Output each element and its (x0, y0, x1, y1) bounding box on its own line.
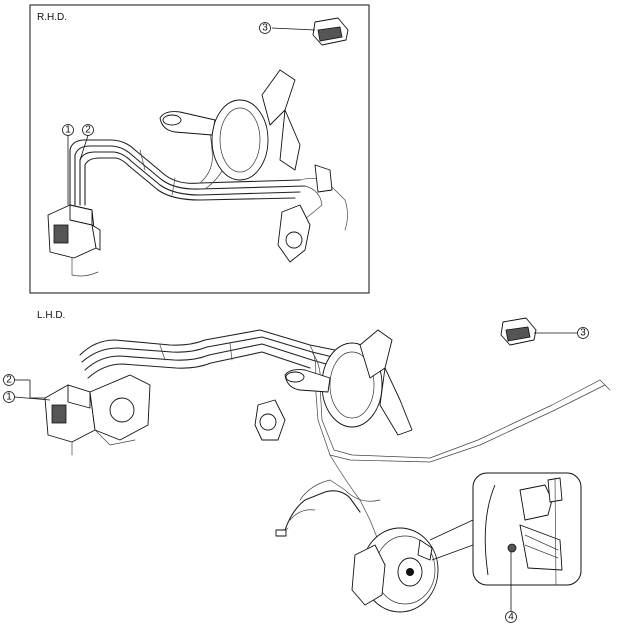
svg-text:1: 1 (65, 125, 71, 136)
lhd-section: L.H.D. (3, 310, 611, 623)
svg-text:3: 3 (262, 23, 268, 34)
rhd-abs-unit (47, 204, 101, 277)
lhd-brake-disc (351, 527, 439, 613)
lhd-abs-unit (44, 374, 151, 456)
lhd-section-label: L.H.D. (37, 310, 65, 321)
rhd-brake-booster (159, 69, 333, 263)
rhd-callout-2: 2 (79, 124, 94, 161)
rhd-panel: R.H.D. (29, 4, 370, 294)
lhd-callout-3: 3 (577, 327, 589, 339)
svg-text:1: 1 (6, 392, 12, 403)
svg-text:4: 4 (508, 612, 514, 623)
svg-text:3: 3 (580, 328, 586, 339)
lhd-callout-1: 1 (3, 391, 51, 403)
rhd-part-3-module (271, 17, 349, 46)
svg-text:2: 2 (85, 125, 91, 136)
rhd-callout-1: 1 (62, 124, 74, 205)
rhd-frame (29, 4, 370, 294)
lhd-detail-inset (429, 472, 582, 586)
rhd-callout-3: 3 (259, 22, 271, 34)
lhd-callout-2: 2 (3, 374, 45, 399)
rhd-section-label: R.H.D. (37, 12, 67, 23)
lhd-brake-booster (254, 329, 413, 441)
lhd-sensor-harness (275, 490, 361, 537)
lhd-callout-4: 4 (505, 552, 517, 623)
svg-text:2: 2 (6, 375, 12, 386)
lhd-part-3-module (500, 317, 577, 346)
